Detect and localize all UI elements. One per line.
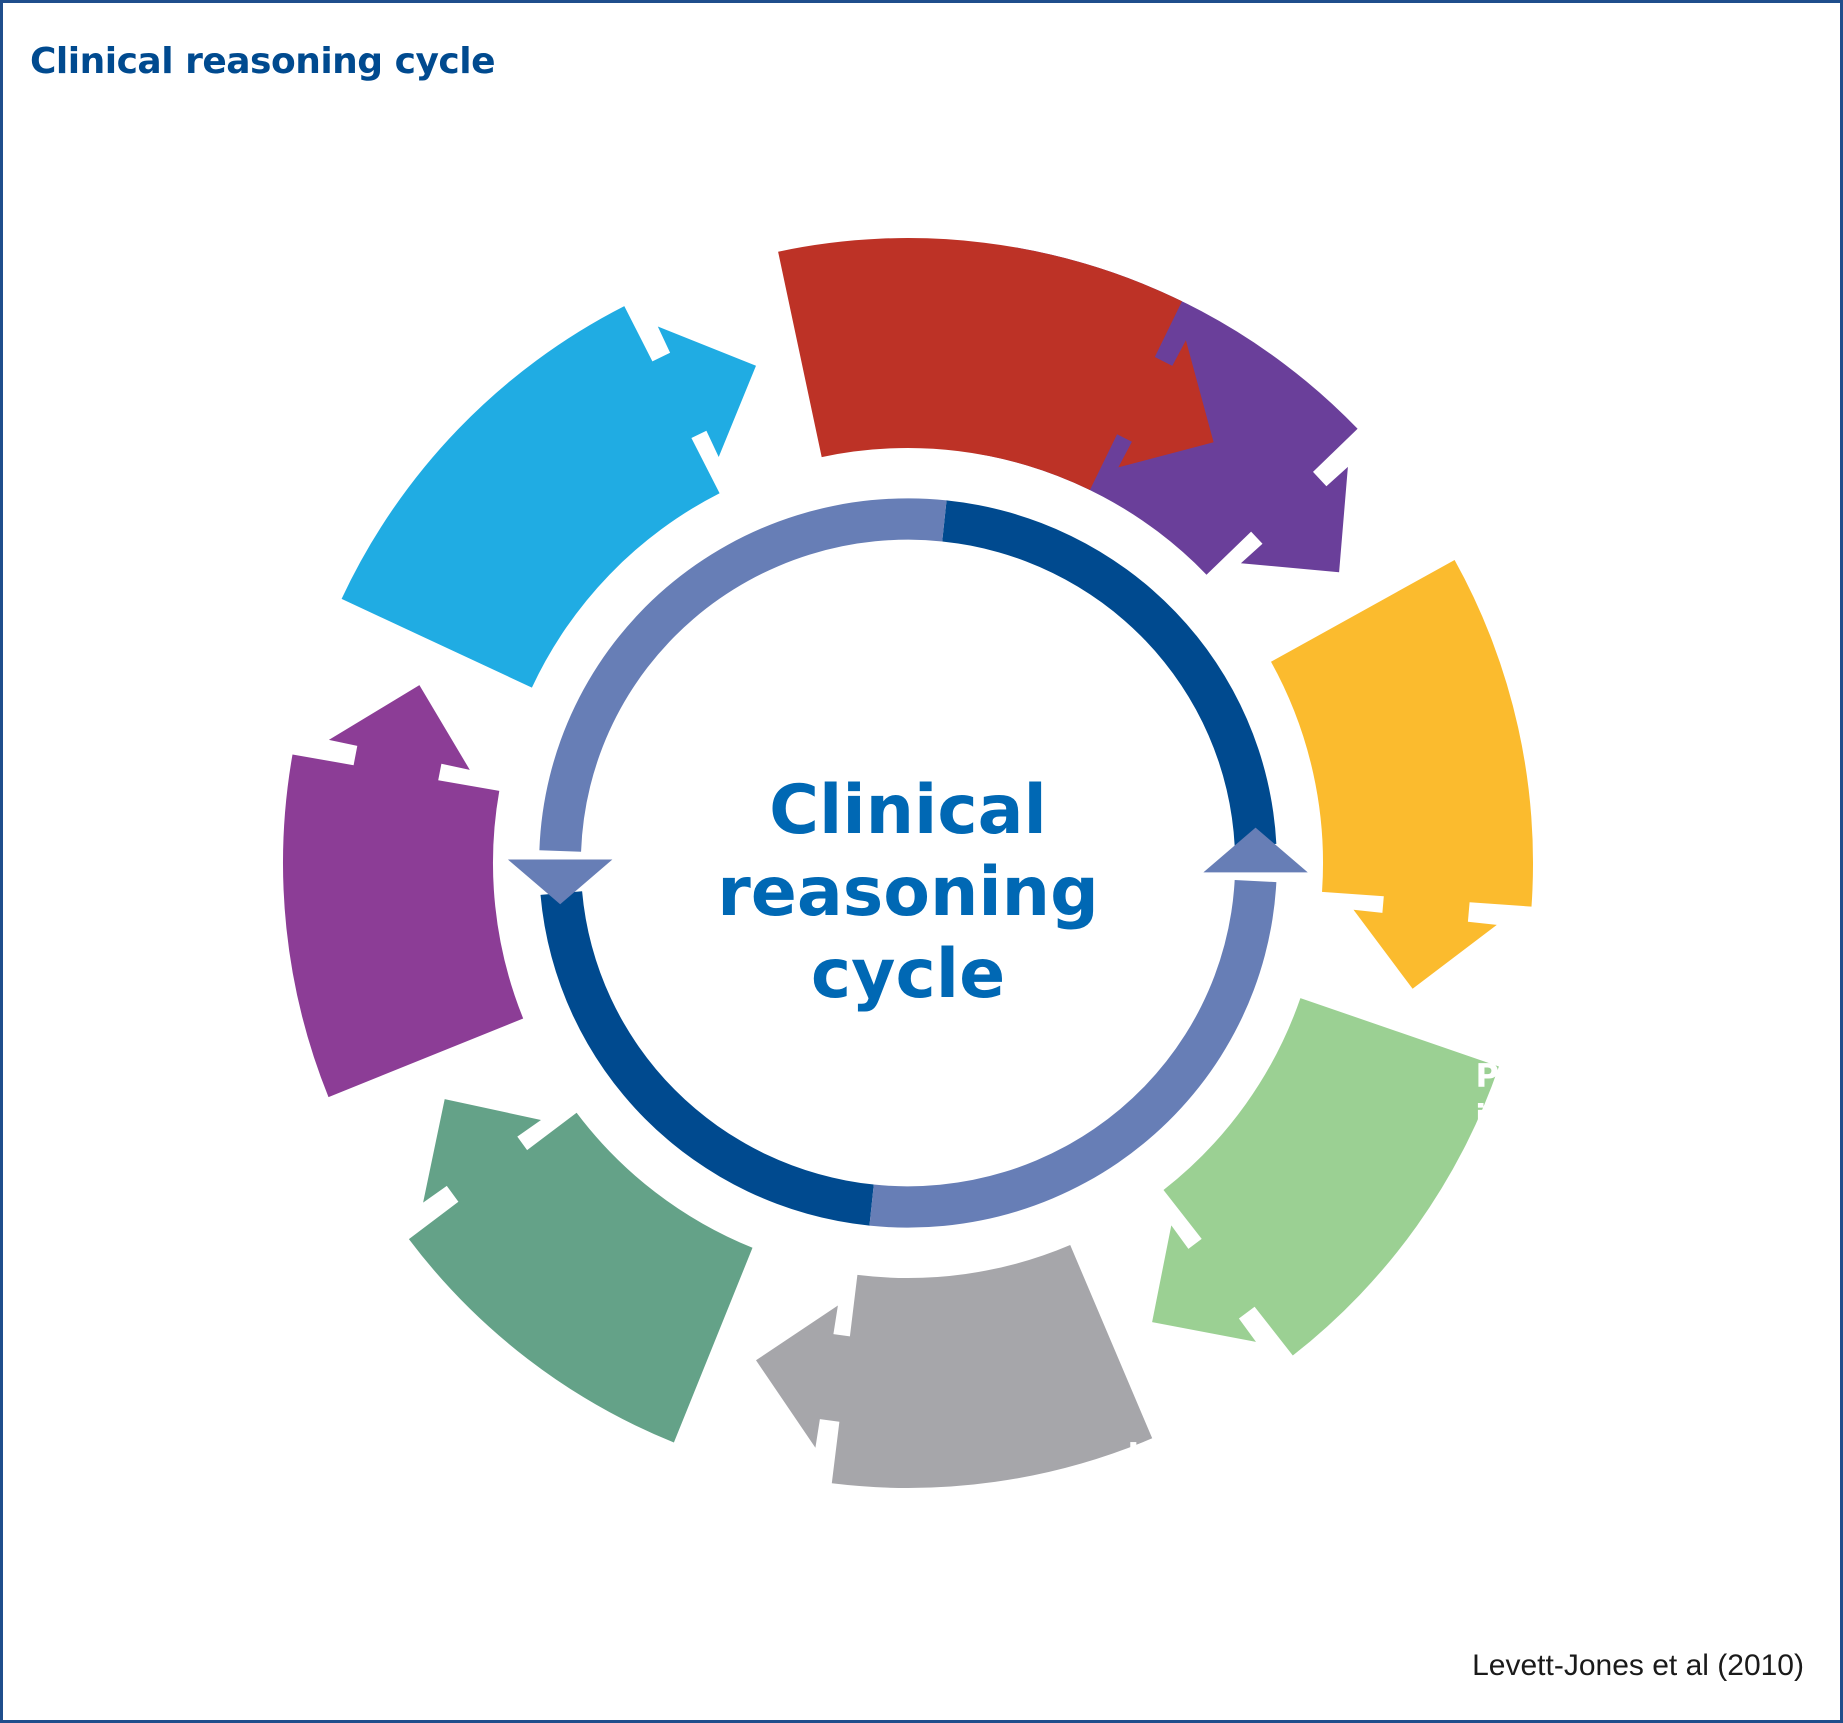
- consider-label-line: situation: [1088, 195, 1249, 233]
- inner-cycle-arrows: [507, 498, 1308, 1228]
- inner-arc-bottom-light: [869, 879, 1277, 1228]
- center-title-line: cycle: [811, 935, 1005, 1014]
- goals-label-line: Set: [650, 1448, 710, 1486]
- center-title-line: Clinical: [769, 771, 1047, 850]
- inner-arrowhead-right: [1203, 827, 1308, 873]
- process-label-line: information: [1475, 1098, 1686, 1136]
- inner-arc-top-dark: [942, 500, 1277, 847]
- evaluate-label-line: Evaluate: [181, 524, 338, 562]
- evaluate-label-line: the: [229, 565, 289, 603]
- consider-label-line: the patient: [1067, 154, 1268, 192]
- inner-arc-top-light: [539, 498, 947, 852]
- page-title: Clinical reasoning cycle: [30, 41, 496, 82]
- collect-arrow-shape: [1271, 560, 1534, 989]
- inner-arc-bottom-dark: [540, 891, 874, 1226]
- process-label-line: Process the: [1476, 1057, 1687, 1095]
- goals-arrow-shape: [408, 1099, 753, 1443]
- process-arrow-shape: [1152, 998, 1499, 1356]
- action-label-line: action: [227, 1132, 339, 1170]
- consider-label-line: Consider: [1089, 113, 1248, 151]
- inner-arrowhead-left: [507, 859, 613, 905]
- action-label-line: Take: [242, 1091, 323, 1129]
- evaluate-label-line: outcome: [181, 606, 337, 644]
- collect-label-line: Collect: [1506, 478, 1629, 516]
- reflection-arrow-shape: [778, 238, 1214, 490]
- collect-label-line: data: [1527, 560, 1608, 598]
- goals-label-line: goals: [632, 1489, 729, 1527]
- evaluate-arrow-shape: [341, 306, 756, 688]
- identify-label-line: problem: [1158, 1477, 1308, 1515]
- identify-arrow-shape: [756, 1245, 1153, 1488]
- citation: Levett-Jones et al (2010): [1472, 1649, 1804, 1682]
- collect-label-line: patient’s: [1487, 519, 1649, 557]
- reflection-label-line: Reflection: [529, 217, 711, 255]
- center-title-line: reasoning: [717, 853, 1099, 932]
- segment-reflection: Reflection: [529, 217, 1214, 490]
- identify-label-line: Identify the: [1127, 1436, 1338, 1474]
- action-arrow-shape: [283, 685, 524, 1098]
